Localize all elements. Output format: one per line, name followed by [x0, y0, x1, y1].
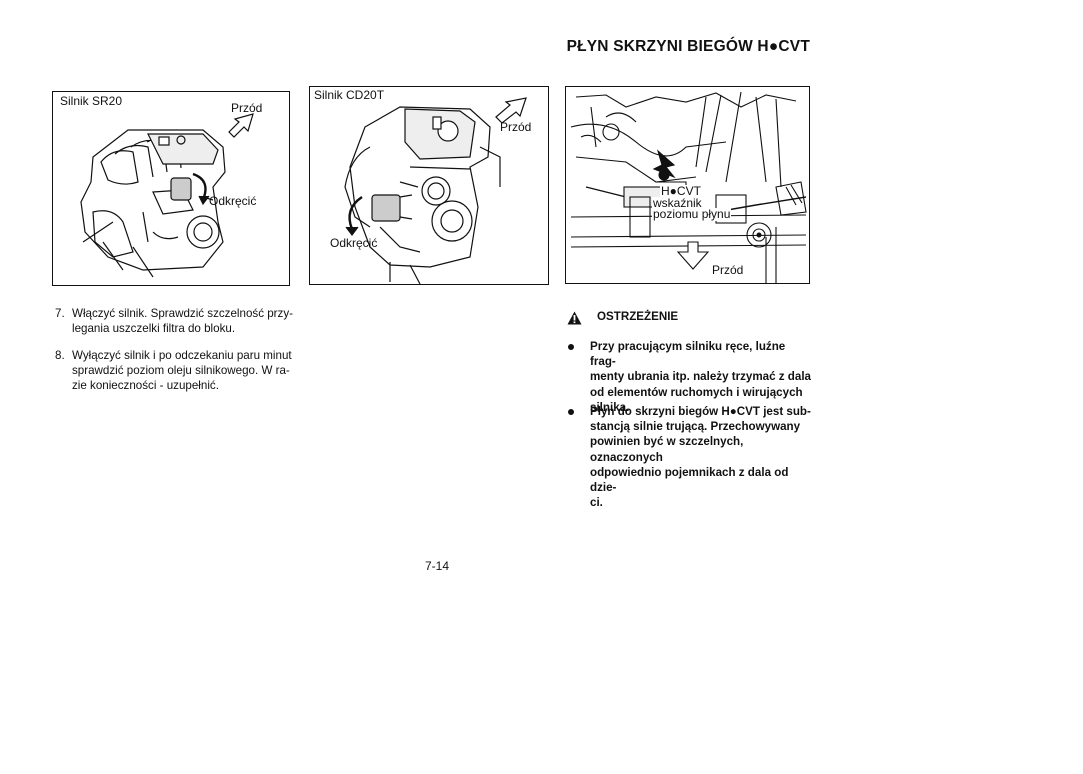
page-title: PŁYN SKRZYNI BIEGÓW H●CVT — [566, 38, 810, 55]
engine-drawing — [344, 97, 527, 284]
loosen-label: Odkręcić — [330, 236, 378, 250]
engine-drawing — [80, 113, 254, 278]
warning-bullet-1: Przy pracującym silniku ręce, luźne frag… — [568, 339, 813, 415]
step-7: 7. Włączyć silnik. Sprawdzić szczelność … — [55, 306, 305, 336]
step-line: Wyłączyć silnik i po odczekaniu paru min… — [72, 349, 292, 362]
step-number: 8. — [55, 349, 65, 362]
figure-label: Silnik SR20 — [60, 94, 123, 108]
bullet-line: ci. — [590, 496, 603, 510]
step-number: 7. — [55, 307, 65, 320]
bullet-line: silnika. — [590, 400, 630, 414]
bullet-line: Płyn do skrzyni biegów H●CVT jest sub- — [590, 405, 811, 418]
warning-bullet-2: Płyn do skrzyni biegów H●CVT jest sub- s… — [568, 404, 813, 510]
warning-icon — [567, 311, 582, 325]
bullet-line: menty ubrania itp. należy trzymać z dala — [590, 370, 811, 384]
step-line: Włączyć silnik. Sprawdzić szczelność prz… — [72, 307, 293, 320]
figure-sr20-engine: Silnik SR20 Przód Odkręcić — [52, 91, 290, 286]
page-number: 7-14 — [425, 559, 450, 573]
figure-hcvt-gauge: H●CVT wskaźnik poziomu płynu Przód — [565, 86, 810, 284]
bullet-line: Przy pracującym silniku ręce, luźne frag… — [590, 340, 786, 369]
step-8: 8. Wyłączyć silnik i po odczekaniu paru … — [55, 348, 305, 394]
front-label: Przód — [231, 101, 263, 115]
figure-cd20t-engine: Silnik CD20T Przód Odkręcić — [309, 86, 549, 285]
step-line: zie konieczności - uzupełnić. — [72, 379, 219, 393]
bullet-line: stancją silnie trującą. Przechowywany — [590, 420, 801, 434]
figure-label: Silnik CD20T — [314, 88, 385, 102]
gauge-label-line2: wskaźnik — [652, 196, 703, 210]
bullet-line: od elementów ruchomych i wirujących — [590, 385, 803, 399]
loosen-label: Odkręcić — [209, 194, 257, 208]
bullet-dot — [568, 409, 574, 415]
step-line: legania uszczelki filtra do bloku. — [72, 322, 236, 336]
step-line: sprawdzić poziom oleju silnikowego. W ra… — [72, 364, 290, 378]
front-label: Przód — [712, 263, 744, 277]
gauge-label-line1: H●CVT — [660, 184, 702, 198]
warning-heading: OSTRZEŻENIE — [597, 310, 679, 323]
bullet-line: odpowiednio pojemnikach z dala od dzie- — [590, 465, 789, 495]
front-label: Przód — [500, 120, 532, 134]
bullet-dot — [568, 344, 574, 350]
bullet-line: powinien być w szczelnych, oznaczonych — [590, 435, 744, 464]
gauge-label-line3: poziomu płynu — [652, 207, 732, 221]
